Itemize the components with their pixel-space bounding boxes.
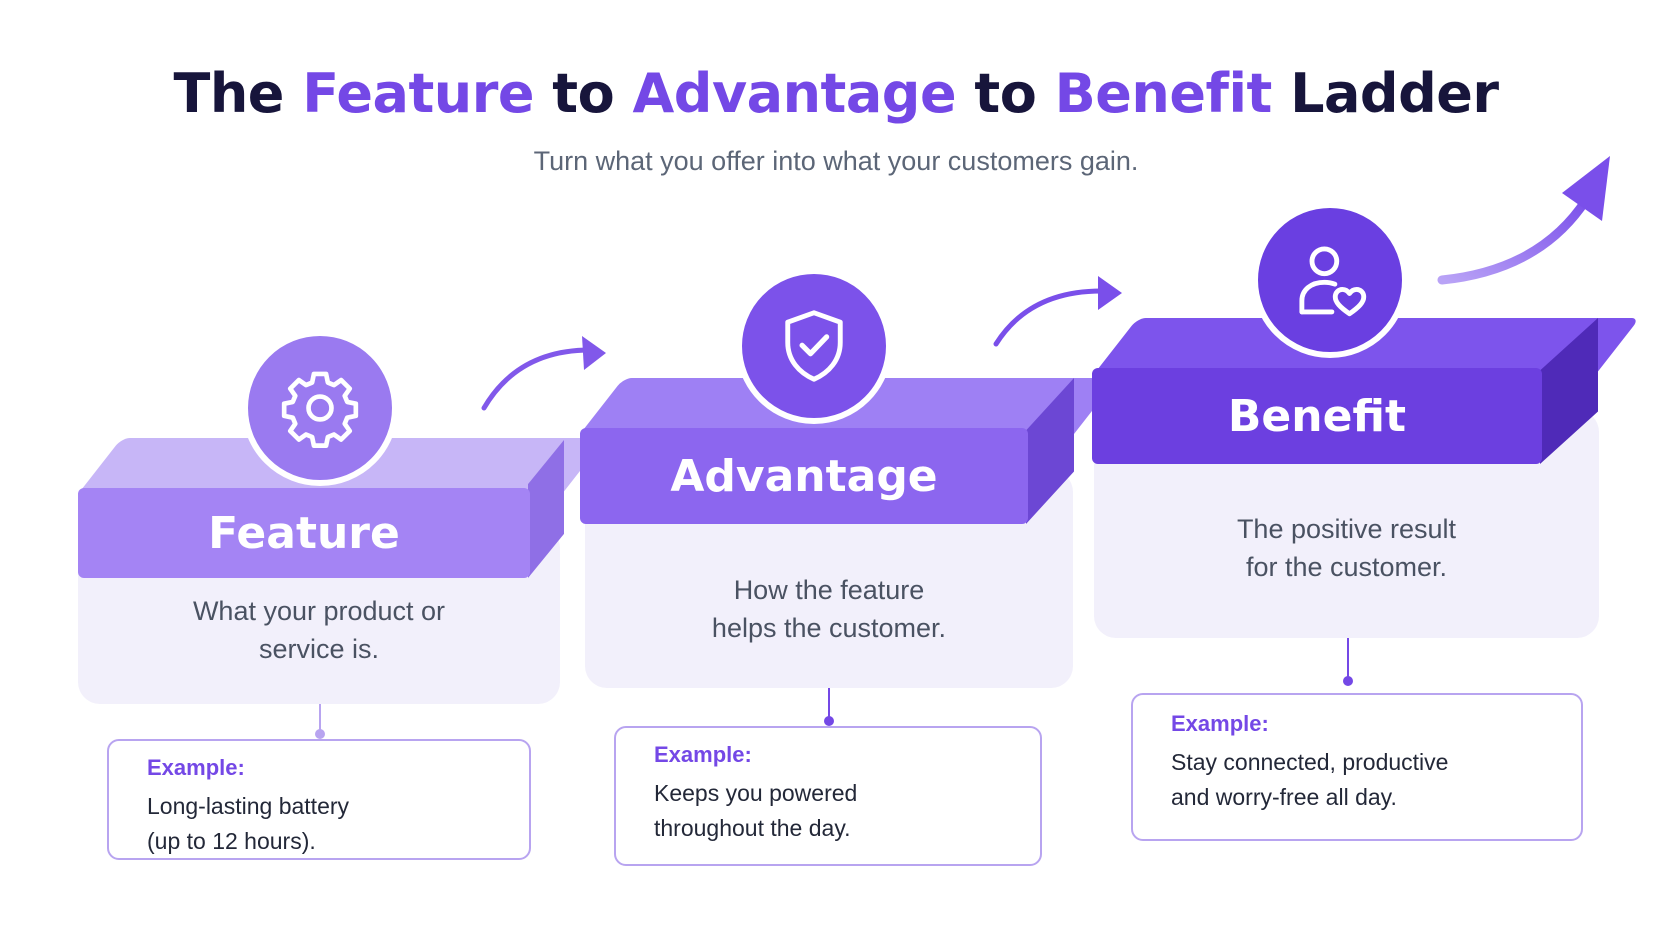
title-text: The bbox=[173, 62, 303, 125]
feature-example-text: Long-lasting battery (up to 12 hours). bbox=[147, 793, 350, 854]
advantage-block: Advantage bbox=[580, 428, 1028, 524]
title-advantage: Advantage bbox=[632, 62, 957, 125]
benefit-example-text: Stay connected, productive and worry-fre… bbox=[1171, 749, 1449, 810]
advantage-example-text: Keeps you powered throughout the day. bbox=[654, 780, 858, 841]
benefit-description: The positive result for the customer. bbox=[1236, 513, 1457, 582]
page-subtitle: Turn what you offer into what your custo… bbox=[533, 146, 1139, 176]
gear-icon bbox=[281, 371, 359, 448]
advantage-label: Advantage bbox=[670, 450, 938, 502]
advantage-example-box: Example: Keeps you powered throughout th… bbox=[614, 726, 1042, 866]
feature-label: Feature bbox=[208, 507, 400, 559]
benefit-label: Benefit bbox=[1227, 390, 1407, 442]
connector-advantage bbox=[824, 688, 834, 726]
advantage-icon-badge bbox=[736, 268, 892, 424]
benefit-icon-badge bbox=[1252, 202, 1408, 358]
user-heart-icon bbox=[1299, 246, 1367, 317]
feature-icon-badge bbox=[242, 330, 398, 486]
title-benefit: Benefit bbox=[1054, 62, 1273, 125]
connector-feature bbox=[315, 704, 325, 739]
title-text: to bbox=[534, 62, 633, 125]
arrow-growth bbox=[1437, 156, 1610, 285]
feature-example-label: Example: bbox=[147, 755, 245, 780]
page-title: The Feature to Advantage to Benefit Ladd… bbox=[0, 62, 1672, 125]
title-feature: Feature bbox=[302, 62, 534, 125]
advantage-description: How the feature helps the customer. bbox=[711, 574, 947, 643]
feature-description: What your product or service is. bbox=[192, 595, 446, 664]
connector-benefit bbox=[1343, 638, 1353, 686]
shield-check-icon bbox=[785, 310, 843, 382]
advantage-example-label: Example: bbox=[654, 742, 752, 767]
feature-example-box: Example: Long-lasting battery (up to 12 … bbox=[107, 739, 531, 860]
benefit-example-box: Example: Stay connected, productive and … bbox=[1131, 693, 1583, 841]
benefit-block: Benefit bbox=[1092, 368, 1542, 464]
arrow-feature-to-advantage bbox=[481, 336, 606, 411]
title-text: Ladder bbox=[1271, 62, 1499, 125]
benefit-example-label: Example: bbox=[1171, 711, 1269, 736]
arrow-advantage-to-benefit bbox=[993, 276, 1122, 347]
feature-block: Feature bbox=[78, 488, 530, 578]
title-text: to bbox=[956, 62, 1055, 125]
